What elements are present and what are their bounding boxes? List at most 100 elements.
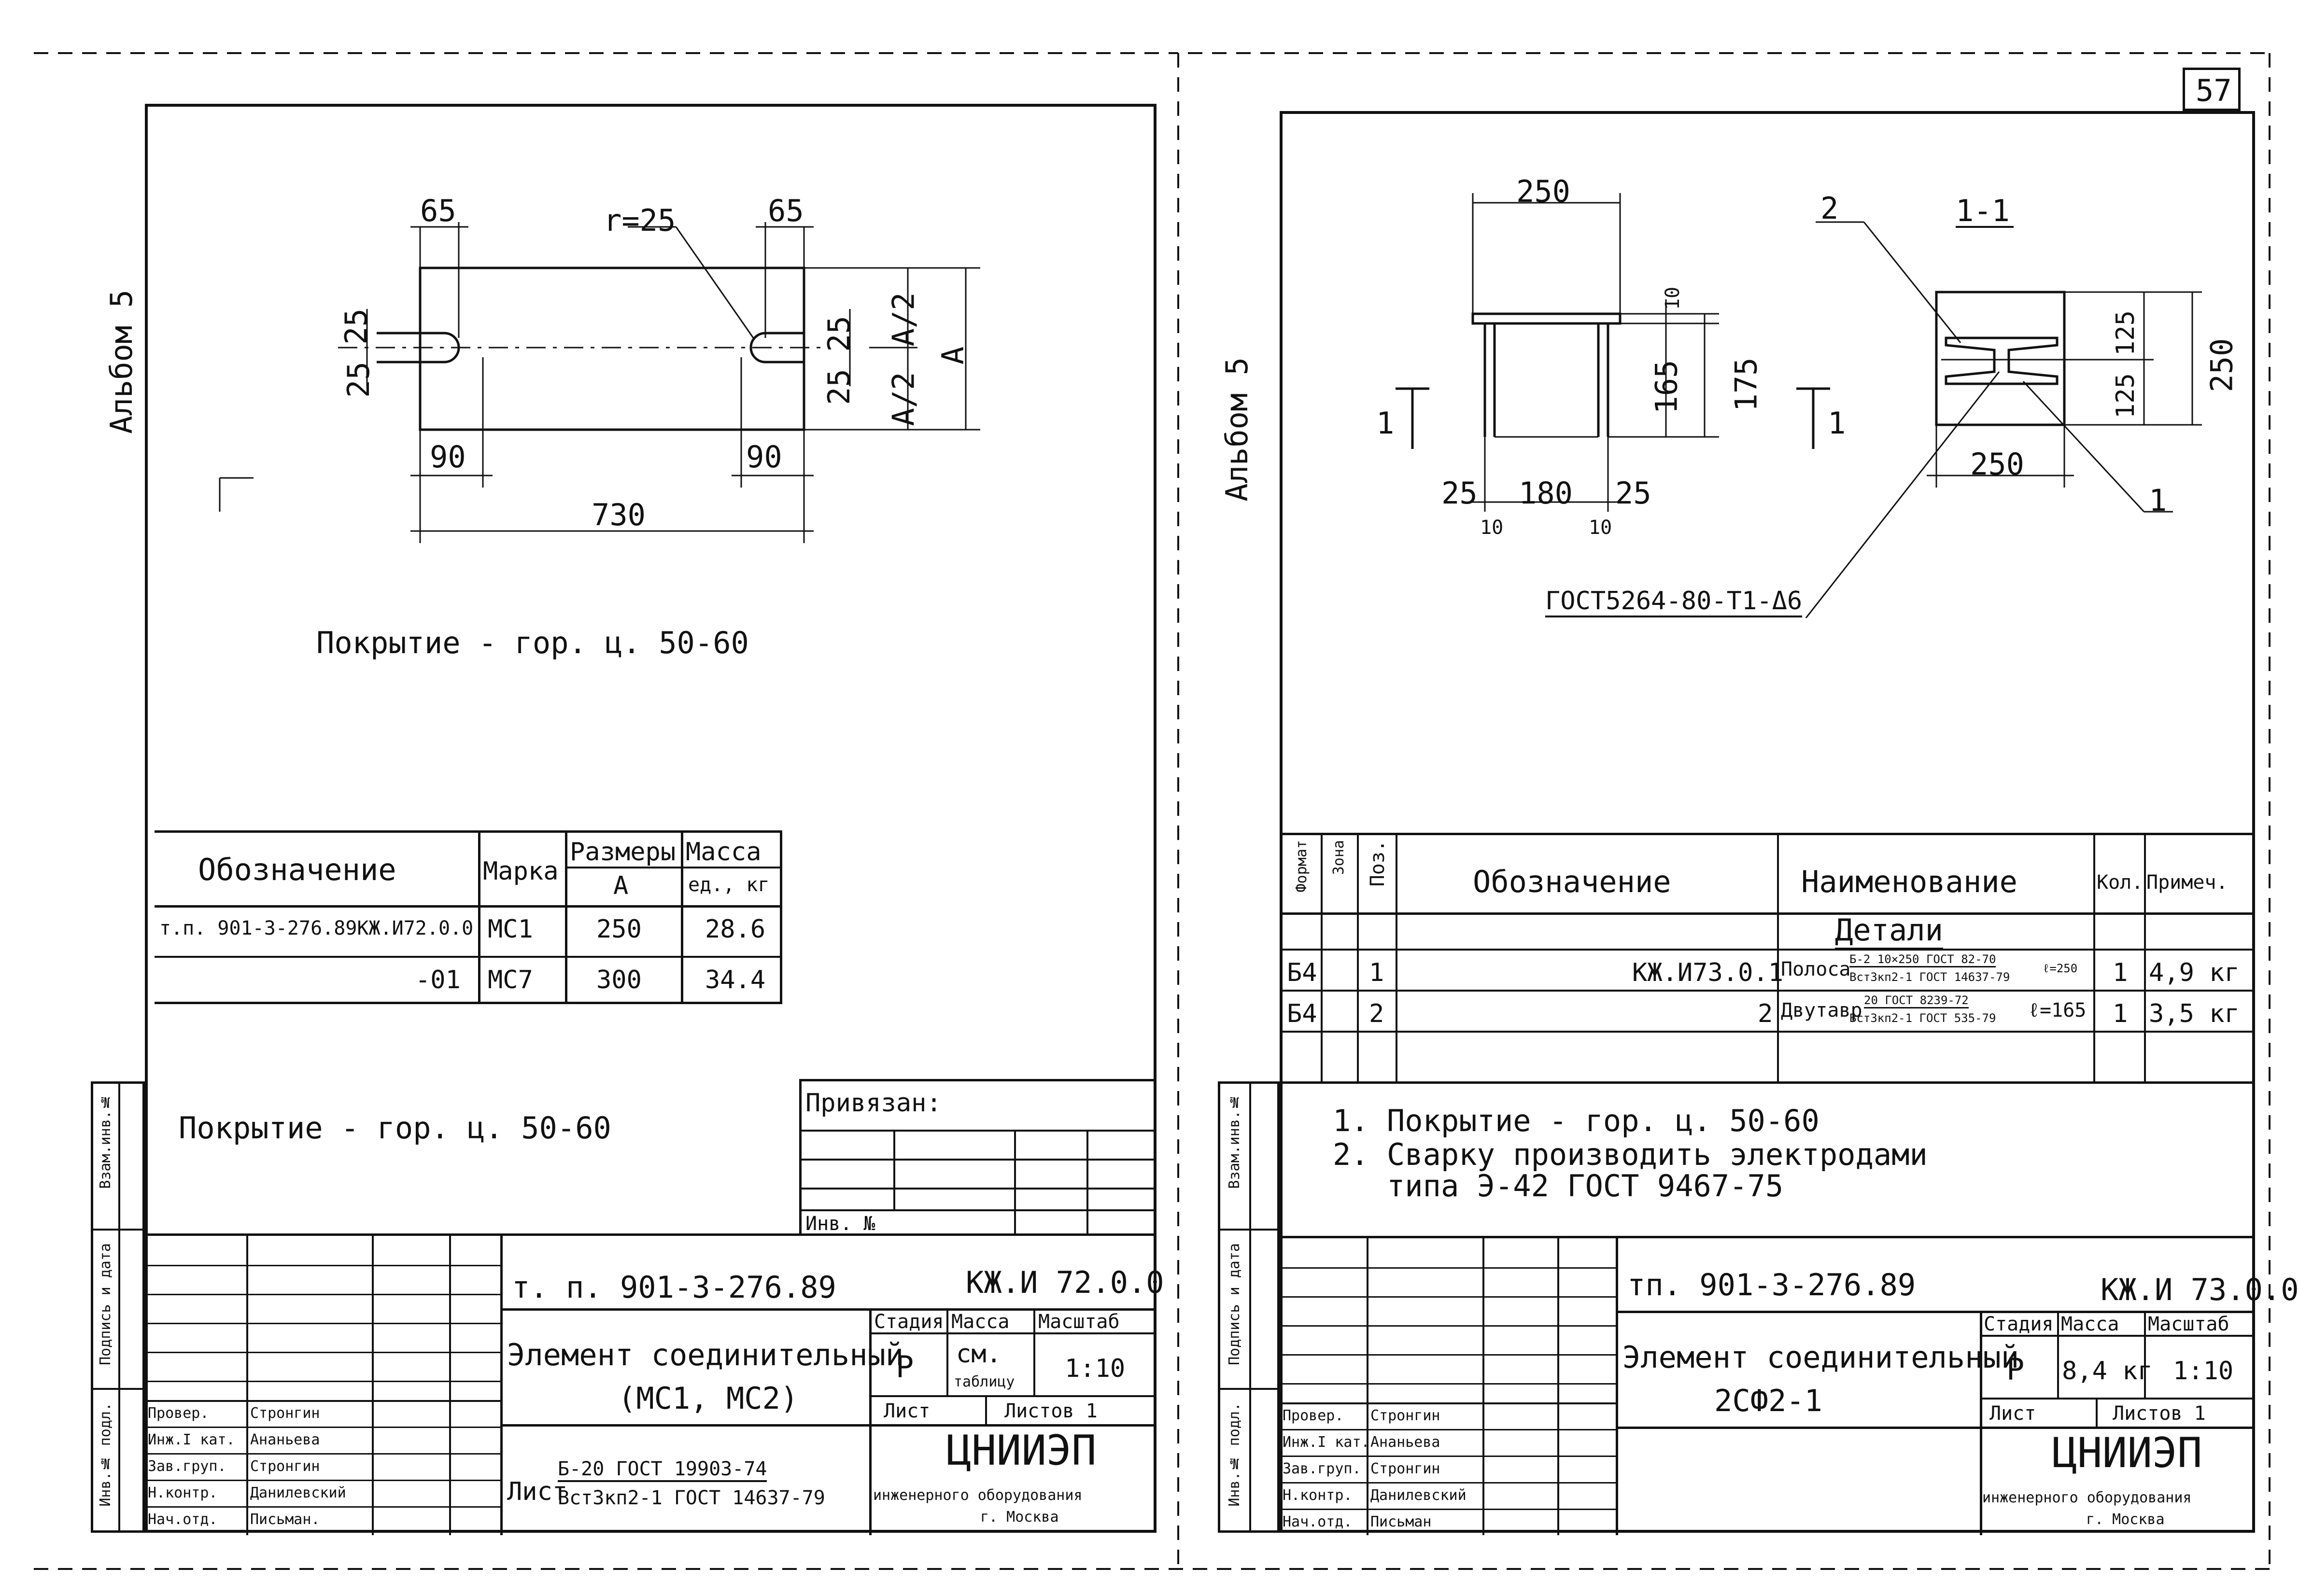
left-material-top: Б-20 ГОСТ 19903-74 — [558, 1458, 767, 1482]
dim-radius: r=25 — [604, 203, 676, 238]
right-staff-role-2: Инж.I кат. — [1283, 1434, 1370, 1451]
spec-row2-name-top: 20 ГОСТ 8239-72 — [1864, 994, 1969, 1008]
right-stage: Р — [2006, 1352, 2025, 1387]
right-sheet-label: Лист — [1989, 1402, 2036, 1425]
leader-label-1: 1 — [2149, 483, 2167, 518]
spec-row2-pos: 2 — [1369, 999, 1384, 1028]
marks-subheader-a: A — [613, 871, 629, 900]
marks-row1-mass: 28.6 — [705, 915, 766, 944]
left-staff-role-3: Зав.груп. — [148, 1458, 226, 1475]
left-doc-code: т. п. 901-3-276.89 — [512, 1270, 836, 1305]
marks-header-mark: Марка — [483, 857, 559, 886]
marks-table: Обозначение Марка Размеры Масса A ед., к… — [155, 830, 782, 1004]
dim-25-front-left: 25 — [1441, 476, 1478, 511]
left-staff-name-2: Ананьева — [250, 1431, 320, 1448]
dim-10-right: 10 — [1589, 517, 1612, 539]
right-note-3: типа Э-42 ГОСТ 9467-75 — [1333, 1168, 1784, 1204]
left-staff-name-4: Данилевский — [250, 1484, 346, 1501]
left-element-name: Элемент соединительный — [507, 1337, 904, 1372]
marks-row2-code: -01 — [415, 966, 461, 994]
dim-165: 165 — [1649, 360, 1684, 414]
left-sheet-label: Лист — [884, 1400, 931, 1422]
spec-row1-name-top: Б-2 10×250 ГОСТ 82-70 — [1849, 952, 1996, 967]
inv-number-label: Инв. № — [805, 1213, 875, 1235]
spec-row1-pos: 1 — [1369, 958, 1384, 987]
left-org-name: ЦНИИЭП — [946, 1427, 1097, 1475]
section-label: 1-1 — [1956, 193, 2010, 228]
left-scale-label: Масштаб — [1038, 1311, 1120, 1333]
left-mass-note: таблицу — [954, 1373, 1015, 1390]
left-stage-label: Стадия — [874, 1311, 944, 1333]
spec-row1-format: Б4 — [1287, 958, 1317, 987]
spec-row2-format: Б4 — [1287, 999, 1317, 1028]
right-scale: 1:10 — [2173, 1357, 2234, 1386]
right-staff-role-3: Зав.груп. — [1283, 1460, 1361, 1477]
right-org-city: г. Москва — [2086, 1511, 2165, 1528]
dim-730: 730 — [592, 497, 646, 532]
left-material-bottom: Вст3кп2-1 ГОСТ 14637-79 — [558, 1487, 825, 1509]
right-mass-value: 8,4 кг — [2062, 1357, 2153, 1386]
left-stage: Р — [896, 1349, 914, 1385]
left-mass-label: Масса — [951, 1311, 1010, 1333]
spec-header-note: Примеч. — [2146, 871, 2228, 894]
right-scale-label: Масштаб — [2148, 1313, 2229, 1335]
marks-row1-size: 250 — [596, 915, 642, 944]
left-side-stamp: Взам.инв.№ Подпись и дата Инв.№ подл. — [91, 1081, 145, 1533]
left-caption: Покрытие - гор. ц. 50-60 — [316, 625, 749, 660]
spec-row1-name-bottom: Вст3кп2-1 ГОСТ 14637-79 — [1849, 970, 2010, 984]
dim-65-left: 65 — [420, 193, 456, 228]
dim-250-right: 250 — [2204, 338, 2240, 392]
spec-section-details: Детали — [1835, 912, 1943, 950]
right-org-sub: инженерного оборудования — [1982, 1489, 2192, 1506]
spec-row2-length: ℓ=165 — [2028, 999, 2087, 1022]
right-org-name: ЦНИИЭП — [2052, 1429, 2202, 1477]
left-org-sub: инженерного оборудования — [873, 1487, 1083, 1504]
privyazan-label: Привязан: — [805, 1089, 942, 1118]
right-drawing-code: КЖ.И 73.0.0 — [2101, 1272, 2299, 1307]
marks-header-sizes: Размеры — [570, 838, 676, 867]
left-staff-name-5: Письман. — [250, 1511, 320, 1528]
right-staff-name-4: Данилевский — [1370, 1487, 1467, 1504]
privyazan-box: Привязан: Инв. № — [799, 1079, 1157, 1236]
right-staff-name-3: Стронгин — [1370, 1460, 1440, 1477]
page-number: 57 — [2196, 73, 2232, 108]
spec-row1-qty: 1 — [2113, 958, 2128, 987]
left-sheets-label: Листов 1 — [1004, 1400, 1098, 1422]
left-scale: 1:10 — [1065, 1354, 1126, 1383]
spec-row1-note: 4,9 кг — [2149, 958, 2240, 987]
right-note-1: 1. Покрытие - гор. ц. 50-60 — [1333, 1103, 1819, 1138]
left-sheet-frame — [145, 104, 1157, 1533]
spec-header-qty: Кол. — [2097, 871, 2144, 894]
left-staff-name-1: Стронгин — [250, 1405, 320, 1422]
marks-header-designation: Обозначение — [198, 852, 396, 887]
right-staff-name-2: Ананьева — [1370, 1434, 1440, 1451]
spec-row1-name-prefix: Полоса — [1781, 958, 1851, 980]
right-staff-name-1: Стронгин — [1370, 1407, 1440, 1424]
weld-note: ГОСТ5264-80-Т1-Δ6 — [1545, 587, 1803, 617]
spec-row2-note: 3,5 кг — [2149, 999, 2240, 1028]
marks-row2-mark: МС7 — [488, 966, 533, 994]
spec-row2-code: 2 — [1758, 999, 1773, 1028]
spec-header-zone: Зона — [1330, 840, 1347, 875]
right-staff-role-5: Нач.отд. — [1283, 1513, 1353, 1530]
left-title-block: Провер. Стронгин Инж.I кат. Ананьева Зав… — [145, 1233, 1164, 1535]
dim-250-bottom: 250 — [1970, 447, 2024, 482]
marks-row2-mass: 34.4 — [705, 966, 766, 994]
dim-90-right: 90 — [746, 439, 782, 475]
right-doc-code: тп. 901-3-276.89 — [1627, 1267, 1916, 1302]
dim-10-left: 10 — [1480, 517, 1504, 539]
right-sheets-label: Листов 1 — [2113, 1402, 2206, 1425]
right-note-2: 2. Сварку производить электродами — [1333, 1137, 1928, 1172]
right-staff-role-1: Провер. — [1283, 1407, 1344, 1424]
leader-label-2: 2 — [1820, 191, 1839, 226]
dim-125-top: 125 — [2111, 310, 2140, 356]
right-staff-name-5: Письман — [1370, 1513, 1432, 1530]
spec-header-name: Наименование — [1801, 864, 2017, 899]
left-staff-role-2: Инж.I кат. — [148, 1431, 235, 1448]
right-sheet-frame — [1280, 111, 2255, 1533]
spec-row2-name-bottom: Вст3кп2-1 ГОСТ 535-79 — [1849, 1011, 1996, 1025]
right-element-name: Элемент соединительный — [1622, 1340, 2019, 1375]
dim-180: 180 — [1519, 476, 1573, 511]
left-staff-role-5: Нач.отд. — [148, 1511, 218, 1528]
